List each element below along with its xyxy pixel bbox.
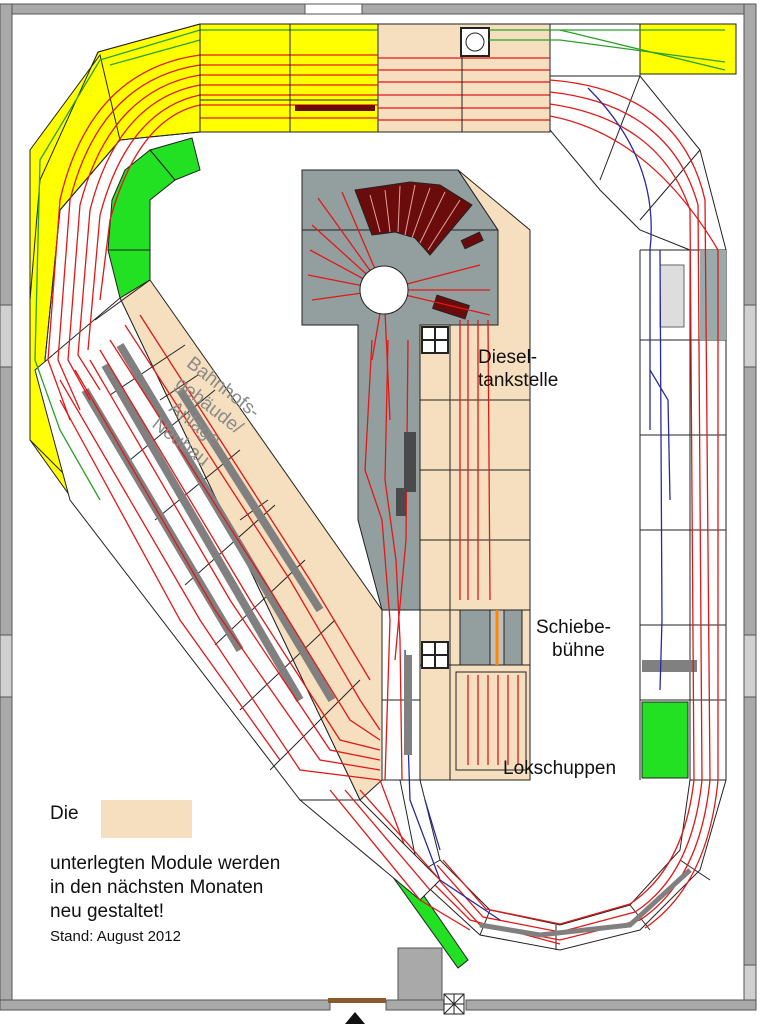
vent-depot-upper — [421, 326, 449, 354]
dark-siding — [295, 105, 375, 111]
bottom-connector-tracks — [329, 789, 471, 931]
legend-stand: Stand: August 2012 — [50, 928, 181, 945]
right-loop-grey-inner — [479, 868, 692, 938]
right-platform-grey — [642, 660, 697, 672]
vent-depot-lower — [421, 641, 449, 669]
right-platform-strip — [700, 250, 726, 340]
roundhouse — [354, 181, 473, 256]
module-green-left-b — [107, 149, 176, 251]
loco-shed — [455, 671, 527, 771]
legend-note-line1: unterlegten Module werden — [50, 853, 281, 874]
top-strip-red-tracks — [378, 57, 550, 121]
depot-darkred-a — [460, 231, 484, 250]
label-traverser-line1: Schiebe- — [536, 617, 611, 638]
top-right-green-tracks — [489, 29, 726, 71]
loco-shed-tracks — [467, 675, 519, 765]
room-walls — [0, 3, 757, 1011]
label-traverser: Schiebe- bühne — [536, 616, 611, 662]
label-traverser-line2: bühne — [552, 640, 605, 661]
label-diesel-line1: Diesel- — [478, 347, 538, 368]
legend-die: Die — [50, 803, 79, 824]
entry-arrow-icon — [345, 1012, 365, 1024]
depot-dark-c — [404, 655, 412, 755]
door-opening — [328, 998, 386, 1003]
module-green-right — [641, 701, 689, 779]
wall-column — [397, 947, 443, 1001]
module-white-top — [549, 23, 641, 77]
label-loco-shed: Lokschuppen — [503, 758, 617, 779]
vent-top-circle — [465, 32, 485, 52]
depot-red-tracks — [364, 319, 491, 781]
station-tracks — [59, 314, 381, 781]
room-wall-niches — [0, 3, 757, 1001]
depot-dark-b — [396, 488, 406, 516]
right-loop-red-tracks — [379, 79, 719, 945]
roundhouse-stalls — [369, 184, 461, 251]
legend-note-line2: in den nächsten Monaten — [50, 877, 264, 898]
legend-swatch — [101, 800, 192, 838]
left-loop-tracks — [47, 54, 378, 421]
module-yellow-top-right — [639, 23, 737, 75]
right-platform-block — [659, 264, 685, 328]
depot-dark-a — [404, 432, 416, 492]
legend-note: unterlegten Module werden in den nächste… — [50, 852, 280, 924]
legend-note-line3: neu gestaltet! — [50, 901, 165, 922]
turntable — [359, 265, 409, 315]
top-module-lines — [199, 24, 463, 132]
label-diesel-station: Diesel- tankstelle — [478, 346, 558, 392]
vent-cross — [443, 993, 465, 1015]
label-diesel-line2: tankstelle — [478, 370, 559, 391]
